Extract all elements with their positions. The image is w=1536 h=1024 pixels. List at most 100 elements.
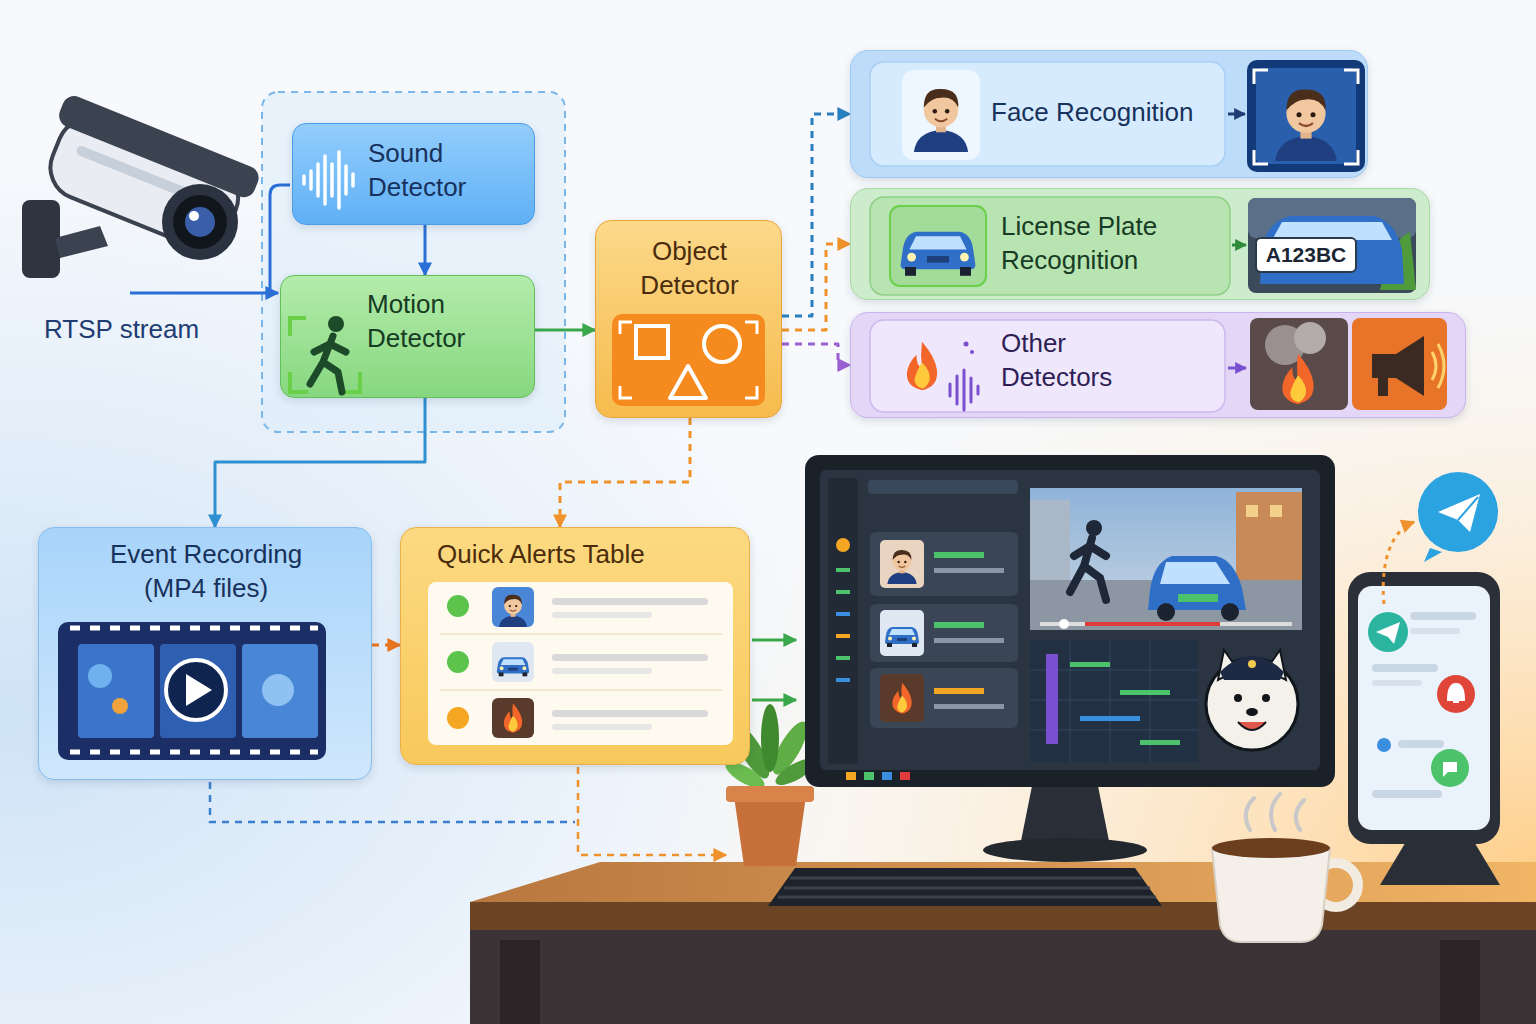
other-panel	[1228, 367, 1246, 370]
alerts-table-icon	[552, 724, 652, 730]
stream-wire	[130, 185, 290, 293]
runner-icon	[290, 316, 360, 392]
alerts-table-icon	[440, 633, 722, 635]
monitor	[1030, 500, 1070, 580]
monitor	[880, 540, 924, 588]
telegram-bubble	[1383, 522, 1414, 604]
other-panel	[1378, 378, 1388, 396]
connector-arrow	[782, 344, 850, 365]
monitor	[1120, 690, 1170, 695]
monitor	[820, 470, 1320, 770]
monitor	[1070, 662, 1110, 667]
film-strip-icon	[242, 644, 318, 738]
monitor	[1148, 556, 1246, 610]
monitor	[900, 772, 910, 780]
storage-link	[210, 782, 575, 822]
monitor	[836, 568, 850, 572]
alerts-table-icon	[428, 582, 733, 745]
security-camera	[56, 92, 263, 200]
phone	[1372, 664, 1438, 672]
monitor	[1221, 603, 1239, 621]
waveform-icon	[351, 174, 355, 186]
connector-arrow	[782, 114, 850, 316]
storage-link	[578, 767, 726, 855]
plant	[726, 786, 814, 802]
monitor	[836, 656, 850, 660]
monitor	[1262, 694, 1270, 702]
screen-feed-arrow	[752, 639, 796, 642]
waveform-icon	[344, 166, 348, 194]
waveform-icon	[337, 152, 341, 208]
coffee-cup	[1212, 794, 1358, 942]
monitor	[1059, 619, 1069, 629]
node-label: Event Recording (MP4 files)	[81, 537, 331, 605]
storage-box: Event Recording (MP4 files)	[38, 527, 372, 780]
desk	[470, 862, 1536, 1024]
monitor	[1080, 716, 1140, 721]
other-panel	[1432, 344, 1444, 388]
monitor	[1238, 722, 1266, 730]
alerts-table-icon	[440, 689, 722, 691]
security-camera	[173, 195, 227, 249]
film-strip-icon	[78, 644, 154, 738]
monitor	[1085, 622, 1220, 626]
monitor	[836, 634, 850, 638]
phone	[1398, 740, 1444, 748]
face-panel	[902, 70, 980, 160]
film-strip-icon	[160, 644, 236, 738]
film-strip-icon	[166, 660, 226, 720]
monitor	[1246, 505, 1258, 517]
phone	[1377, 738, 1391, 752]
film-strip-icon	[70, 750, 318, 755]
other-panel	[949, 384, 952, 396]
other-panel	[870, 318, 1447, 412]
monitor	[885, 627, 919, 647]
monitor	[805, 455, 1335, 862]
alerts-table-icon	[497, 657, 529, 676]
monitor	[1248, 660, 1256, 668]
security-camera	[75, 145, 190, 199]
monitor	[880, 674, 924, 722]
monitor	[934, 552, 984, 558]
coffee-cup	[1212, 838, 1330, 858]
alerts-table-icon	[552, 654, 708, 661]
storage-link	[210, 767, 726, 855]
detector-box: Sound Detector	[292, 123, 535, 225]
screen-feed-arrow	[752, 640, 796, 700]
monitor	[880, 610, 924, 656]
alerts-table-icon	[552, 612, 652, 618]
node-label: Other Detectors	[1001, 326, 1166, 394]
monitor	[1236, 492, 1302, 580]
phone	[1443, 762, 1457, 777]
plate-number: A123BC	[1256, 238, 1356, 272]
other-panel	[1352, 318, 1447, 410]
monitor	[1030, 640, 1198, 762]
connector-arrow	[215, 398, 425, 527]
plant	[761, 704, 779, 772]
other-panel	[1250, 318, 1348, 410]
other-panel	[970, 378, 973, 402]
film-strip-icon	[186, 674, 212, 706]
monitor	[934, 622, 984, 628]
coffee-cup	[1212, 848, 1330, 942]
other-panel	[1372, 336, 1424, 396]
film-strip-icon	[262, 674, 294, 706]
monitor	[1220, 656, 1284, 680]
face-panel	[1247, 60, 1365, 172]
security-camera	[55, 226, 108, 258]
monitor	[1157, 603, 1175, 621]
desk	[470, 902, 1536, 930]
monitor	[836, 678, 850, 682]
alerts-table-icon	[447, 595, 469, 617]
face-panel	[870, 60, 1365, 172]
film-strip-icon	[112, 698, 128, 714]
phone	[1372, 790, 1442, 798]
detector-box: Motion Detector	[280, 275, 535, 398]
plant	[734, 796, 806, 866]
plate-panel	[901, 232, 976, 276]
other-panel	[907, 342, 937, 391]
film-strip-icon	[58, 622, 326, 760]
label-anchor: A123BC	[1256, 238, 1356, 272]
